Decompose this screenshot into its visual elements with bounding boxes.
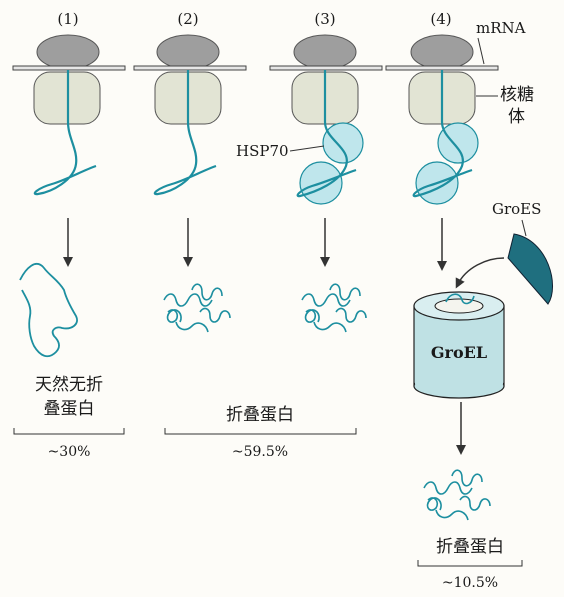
groel-chaperonin: GroEL bbox=[413, 291, 505, 399]
folded-label: 折叠蛋白 bbox=[226, 405, 294, 425]
hsp70-chaperone bbox=[437, 122, 479, 164]
panel-3: (3) HSP70 bbox=[236, 10, 383, 333]
panel-2-label: (2) bbox=[177, 10, 198, 28]
groel-label: GroEL bbox=[431, 343, 487, 362]
panel-1-label: (1) bbox=[57, 10, 78, 28]
panel-1: (1) 天然无折 叠蛋白 ~30% bbox=[12, 10, 126, 460]
folded-outcome-group: 折叠蛋白 ~59.5% bbox=[164, 405, 357, 460]
panel-4-label: (4) bbox=[430, 10, 451, 28]
groes-cap bbox=[507, 233, 554, 305]
folded-protein bbox=[423, 469, 491, 521]
ribosome-small-subunit bbox=[410, 34, 474, 70]
hsp70-chaperone bbox=[322, 122, 364, 164]
hsp70-label: HSP70 bbox=[236, 142, 289, 160]
unfolded-label-line1: 天然无折 bbox=[35, 375, 103, 395]
mrna-strand bbox=[385, 65, 499, 71]
nascent-polypeptide-chain bbox=[412, 70, 473, 198]
nascent-polypeptide-chain bbox=[33, 70, 97, 196]
unfolded-label-line2: 叠蛋白 bbox=[44, 399, 95, 419]
bracket bbox=[417, 560, 523, 567]
ribosome-label-line2: 体 bbox=[508, 107, 525, 127]
folded-protein bbox=[301, 283, 367, 333]
folded-protein bbox=[163, 283, 231, 333]
groel-percent: ~10.5% bbox=[442, 575, 498, 591]
hsp70-leader-line bbox=[289, 145, 325, 152]
unfolded-percent: ~30% bbox=[48, 444, 91, 460]
groel-folded-label: 折叠蛋白 bbox=[436, 537, 504, 557]
groes-leader-line bbox=[521, 219, 527, 237]
bracket bbox=[164, 428, 357, 435]
groes-label: GroES bbox=[492, 200, 541, 218]
mrna-label: mRNA bbox=[476, 19, 526, 37]
ribosome-small-subunit bbox=[293, 34, 357, 70]
mrna-strand bbox=[12, 65, 126, 71]
nascent-polypeptide-chain bbox=[296, 70, 357, 198]
mrna-strand bbox=[133, 65, 247, 71]
ribosome-small-subunit bbox=[36, 34, 100, 70]
groes-binding-arrow bbox=[455, 257, 505, 289]
panel-3-label: (3) bbox=[314, 10, 335, 28]
mrna-leader-line bbox=[477, 37, 485, 65]
ribosome-label-line1: 核糖 bbox=[500, 85, 534, 105]
panel-4: (4) mRNA 核糖 体 GroES GroEL bbox=[385, 10, 554, 591]
mrna-strand bbox=[269, 65, 383, 71]
folded-percent: ~59.5% bbox=[232, 444, 288, 460]
ribosome-small-subunit bbox=[156, 34, 220, 70]
panel-2: (2) bbox=[133, 10, 247, 333]
unfolded-protein bbox=[19, 263, 78, 358]
bracket bbox=[13, 428, 125, 435]
nascent-polypeptide-chain bbox=[153, 70, 217, 196]
